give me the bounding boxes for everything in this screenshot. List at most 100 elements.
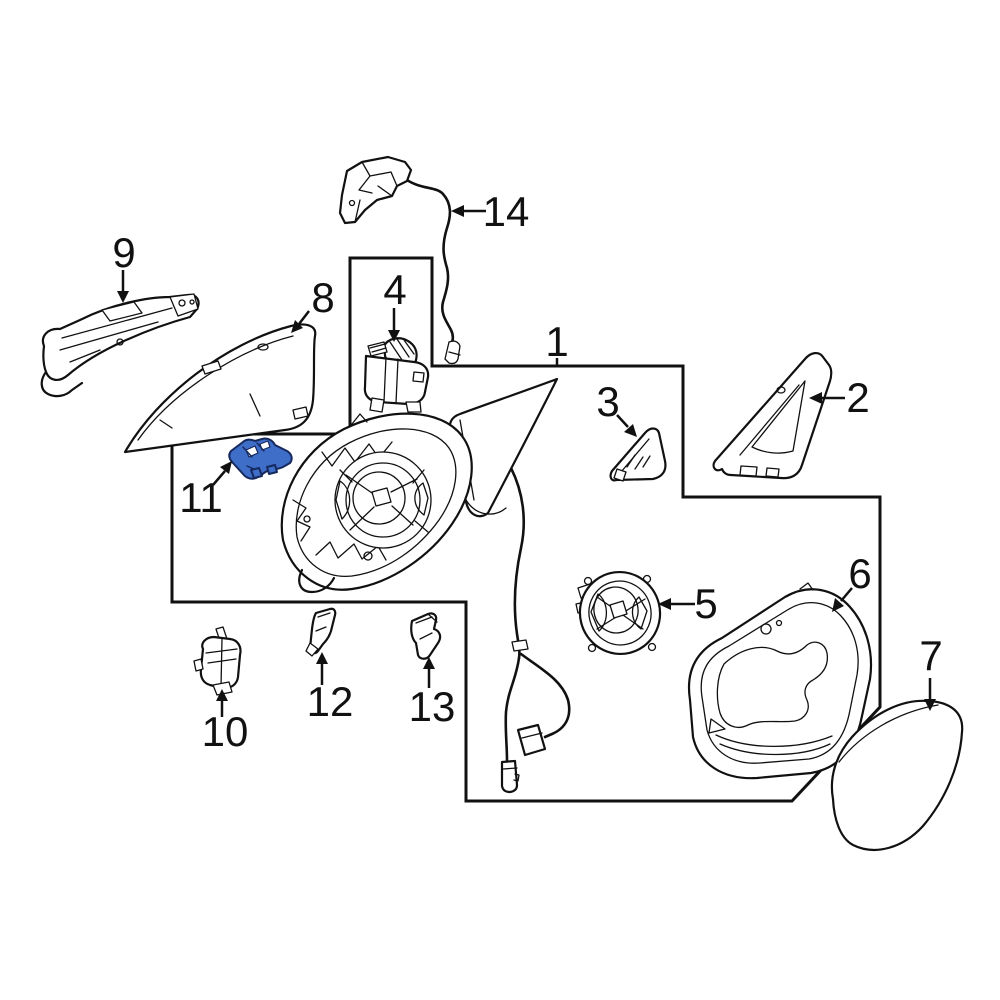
part-4-cap-ribs bbox=[369, 343, 387, 353]
part-4-callout: 4 bbox=[383, 266, 407, 342]
part-1-ring-inner bbox=[352, 471, 406, 525]
part-8-detail-lines bbox=[159, 393, 261, 429]
part-14-lamp-hole bbox=[348, 199, 356, 207]
part-4-dome-ribs bbox=[389, 338, 415, 361]
part-6-hole-1 bbox=[760, 623, 772, 635]
part-3-ribs bbox=[626, 454, 651, 470]
part-10-foot bbox=[212, 681, 233, 696]
part-2-hole bbox=[776, 386, 786, 394]
part-4-drawing bbox=[363, 337, 430, 413]
part-5-tab-2 bbox=[647, 642, 657, 652]
part-11-arrow bbox=[212, 470, 226, 486]
part-7-label: 7 bbox=[919, 632, 942, 679]
part-14-connector-line bbox=[448, 351, 461, 356]
part-9-label: 9 bbox=[112, 229, 135, 276]
part-4-body-lines bbox=[383, 356, 399, 404]
part-12-arrowhead bbox=[316, 652, 328, 664]
part-1-wire-right bbox=[519, 652, 571, 739]
part-12-body bbox=[308, 607, 337, 655]
part-1-wire-main bbox=[509, 466, 526, 660]
part-10-callout: 10 bbox=[202, 689, 249, 755]
part-4-foot-left bbox=[369, 397, 385, 413]
part-3-arrow bbox=[616, 414, 629, 428]
part-1-sail bbox=[448, 377, 559, 518]
part-13-label: 13 bbox=[409, 683, 456, 730]
part-8-hole bbox=[257, 343, 269, 351]
part-2-arrowhead bbox=[809, 392, 822, 404]
part-10-tab bbox=[193, 658, 204, 672]
part-7-glass bbox=[830, 699, 964, 852]
part-9-end-hole-2 bbox=[189, 299, 195, 305]
part-4-foot-right bbox=[405, 401, 422, 413]
part-11-arrowhead bbox=[220, 461, 232, 474]
part-8-cap bbox=[123, 323, 317, 454]
part-8-clip-2 bbox=[292, 406, 309, 420]
part-3-arrowhead bbox=[624, 424, 637, 437]
part-2-tab-2 bbox=[765, 467, 780, 478]
part-8-arrowhead bbox=[291, 320, 303, 333]
part-4-label: 4 bbox=[383, 266, 406, 313]
part-6-hole-2 bbox=[775, 619, 783, 627]
part-7-drawing bbox=[830, 699, 964, 852]
part-1-ring-mid bbox=[345, 462, 421, 538]
part-10-body-lines bbox=[205, 638, 238, 688]
part-12-drawing bbox=[305, 607, 337, 657]
part-6-arrowhead bbox=[832, 598, 844, 612]
part-14-arrowhead bbox=[451, 205, 464, 217]
part-1-body-rim-inner bbox=[295, 428, 457, 577]
part-1-blade-left bbox=[335, 480, 351, 520]
part-5-ring-mid bbox=[588, 580, 652, 646]
part-6-ledge-lines bbox=[715, 734, 833, 756]
part-3-foot bbox=[613, 468, 627, 482]
part-1-connector-block bbox=[516, 723, 547, 757]
part-14-lamp-body bbox=[338, 155, 413, 225]
part-2-drawing bbox=[712, 352, 833, 480]
part-13-arrowhead bbox=[423, 657, 435, 669]
part-4-arrowhead bbox=[388, 330, 400, 342]
part-11-tab-1 bbox=[250, 467, 263, 479]
part-8-clip-1 bbox=[201, 360, 222, 375]
part-6-corner-rib bbox=[708, 582, 814, 734]
part-1-plug-lines bbox=[502, 767, 520, 782]
part-9-screw-hole bbox=[116, 338, 124, 346]
part-5-arrowhead bbox=[658, 598, 671, 610]
part-5-callout: 5 bbox=[658, 580, 718, 627]
part-8-arrow bbox=[298, 310, 310, 325]
part-3-drawing bbox=[609, 427, 667, 482]
part-14-lamp-lines bbox=[354, 161, 398, 223]
part-6-callout: 6 bbox=[832, 550, 872, 612]
part-10-label: 10 bbox=[202, 708, 249, 755]
part-5-label: 5 bbox=[694, 580, 717, 627]
part-4-tab bbox=[412, 371, 425, 383]
part-1-label: 1 bbox=[545, 318, 568, 365]
part-1-blade-right bbox=[414, 482, 429, 516]
part-1-plug bbox=[500, 759, 519, 794]
part-10-arrowhead bbox=[216, 689, 228, 701]
part-6-label: 6 bbox=[848, 550, 871, 597]
part-2-tab-1 bbox=[739, 465, 758, 477]
part-5-blade-right bbox=[631, 596, 648, 630]
part-12-callout: 12 bbox=[307, 652, 354, 725]
part-8-label: 8 bbox=[311, 274, 334, 321]
part-6-arrow bbox=[840, 587, 853, 602]
part-6-housing bbox=[687, 588, 873, 780]
part-1-screw-2 bbox=[303, 515, 311, 523]
part-4-cap bbox=[367, 341, 388, 357]
part-1-frame-details bbox=[339, 413, 429, 533]
part-1-wire-left bbox=[504, 656, 521, 762]
part-1-screw-1 bbox=[363, 551, 373, 561]
part-9-hook bbox=[40, 370, 84, 398]
part-1-web-left bbox=[292, 499, 311, 542]
part-1-wire-clip bbox=[511, 639, 529, 652]
part-8-inner-curve bbox=[137, 335, 294, 441]
part-12-label: 12 bbox=[307, 678, 354, 725]
part-9-drawing bbox=[40, 293, 200, 398]
part-1-chin bbox=[298, 568, 336, 594]
part-9-pad bbox=[101, 301, 143, 322]
part-7-callout: 7 bbox=[919, 632, 943, 711]
part-6-housing-inner bbox=[700, 602, 859, 764]
part-1-hub bbox=[371, 487, 392, 507]
part-2-callout: 2 bbox=[809, 374, 870, 421]
